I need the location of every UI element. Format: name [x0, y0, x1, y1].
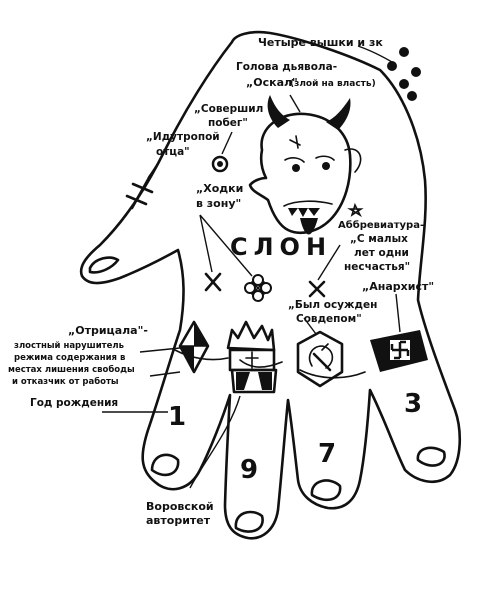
abbrev-cross-icon	[308, 280, 326, 298]
nail-index	[150, 453, 180, 477]
arrow-refuser	[139, 347, 181, 377]
zone-walk-clover-icon	[244, 274, 272, 302]
label-refuser-5: и отказчик от работы	[12, 376, 119, 387]
label-refuser-2: злостный нарушитель	[14, 341, 124, 351]
arrow-escape	[221, 131, 233, 155]
finger-digit-7: 7	[318, 439, 336, 469]
arrow-abbrev	[317, 244, 341, 281]
label-devil-head-3: (злой на власть)	[290, 79, 376, 89]
label-four-towers: Четыре вышки и зк	[258, 36, 383, 49]
escape-circle-dot-icon	[211, 155, 229, 173]
label-abbrev-3: лет одни	[354, 247, 409, 259]
label-thief-authority-1: Воровской	[146, 500, 214, 513]
label-devil-head-1: Голова дьявола-	[236, 61, 337, 73]
finger-digit-3: 3	[404, 389, 422, 419]
zone-walk-cross-icon	[204, 272, 222, 292]
label-refuser-4: местах лишения свободы	[8, 364, 135, 375]
label-soviet-1: „Был осужден	[288, 299, 377, 311]
hammer-sickle-ring-icon	[296, 330, 344, 388]
finger-digit-9: 9	[240, 455, 258, 485]
father-path-cross-icon	[125, 174, 154, 210]
swastika-ring-icon	[370, 330, 428, 372]
finger-digit-1: 1	[168, 402, 186, 432]
label-refuser-3: режима содержания в	[14, 353, 125, 363]
label-soviet-2: Совдепом"	[296, 313, 362, 325]
label-anarchist: „Анархист"	[362, 280, 434, 293]
label-birth-year: Год рождения	[30, 397, 118, 409]
label-devil-head-2: „Оскал"	[246, 76, 298, 89]
hand-outline	[79, 30, 462, 540]
label-father-path-1: „Идутропой	[146, 131, 220, 143]
label-zone-walks-1: „Ходки	[196, 182, 243, 195]
label-slon: СЛОН	[230, 233, 332, 261]
arrow-zone-walks	[199, 214, 253, 277]
label-escape-2: побег"	[208, 117, 248, 129]
arrow-devil	[289, 94, 301, 113]
arrow-soviet	[303, 317, 317, 335]
label-abbrev-4: несчастья"	[344, 261, 410, 273]
label-thief-authority-2: авторитет	[146, 514, 211, 527]
devil-head-icon	[248, 95, 362, 235]
arrow-father-path	[147, 159, 161, 179]
nail-middle	[234, 510, 264, 533]
church-crown-ring-icon	[226, 320, 278, 394]
label-father-path-2: отца"	[156, 146, 190, 158]
label-escape-1: „Совершил	[194, 103, 263, 115]
four-towers-dots-icon	[387, 47, 421, 101]
arrow-anarchist	[395, 293, 401, 333]
label-abbrev-1: Аббревиатура-	[338, 219, 424, 231]
arrow-four-towers	[357, 45, 393, 63]
nail-little	[416, 446, 446, 467]
crease-1	[239, 359, 283, 368]
arrow-thief-authority	[189, 395, 241, 489]
label-abbrev-2: „С малых	[350, 233, 408, 245]
star-icon	[347, 202, 364, 218]
nail-ring	[310, 479, 342, 502]
label-zone-walks-2: в зону"	[196, 197, 241, 210]
diamond-ring-icon	[178, 320, 210, 374]
label-refuser-1: „Отрицала"-	[68, 324, 148, 337]
nail-thumb	[88, 256, 120, 274]
